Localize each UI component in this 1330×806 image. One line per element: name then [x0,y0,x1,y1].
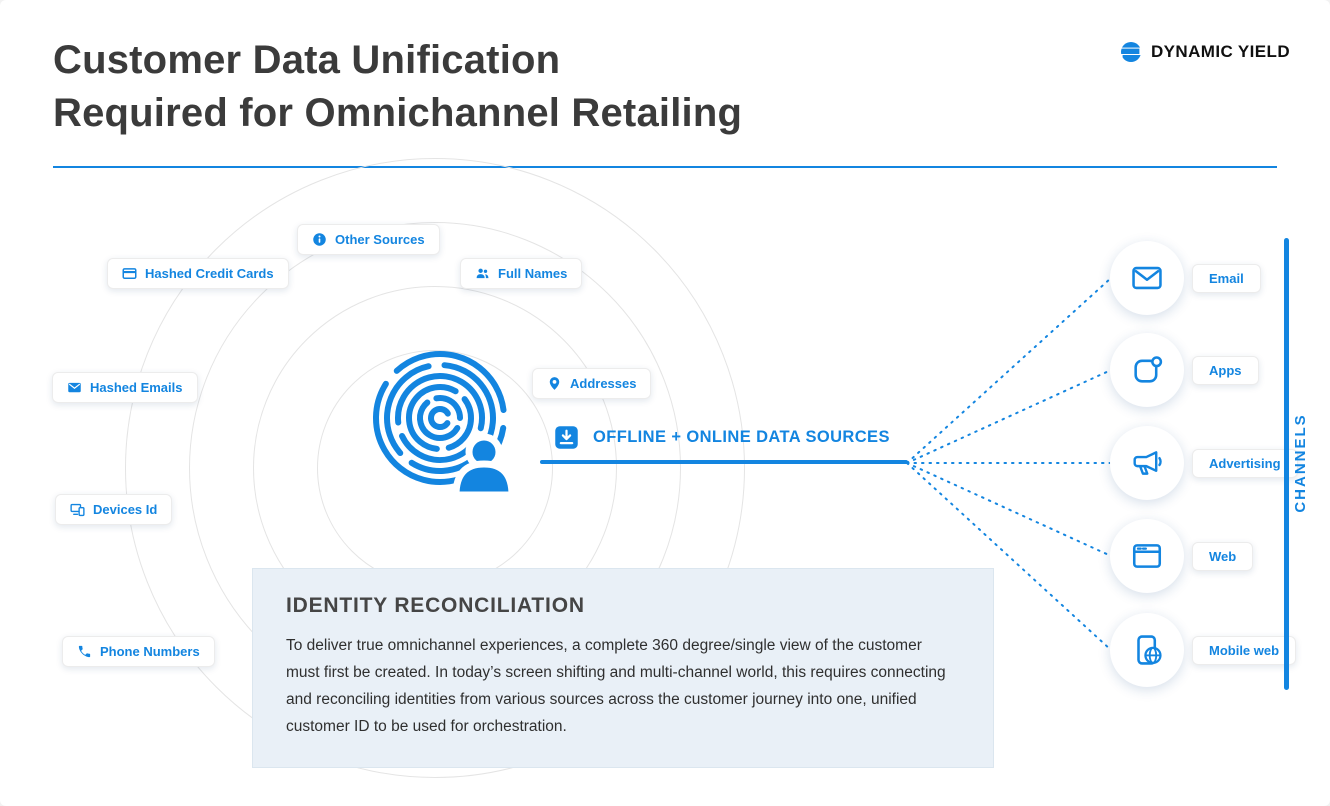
info-box-title: IDENTITY RECONCILIATION [286,594,585,617]
flow-label-text: OFFLINE + ONLINE DATA SOURCES [593,428,890,446]
credit-card-icon [122,266,137,281]
devices-icon [70,502,85,517]
source-label: Devices Id [93,502,158,517]
channel-label-web: Web [1192,542,1254,571]
location-pin-icon [547,376,562,391]
channel-email [1110,241,1184,315]
fingerprint-identity-icon [362,342,532,517]
source-devices-id: Devices Id [55,494,173,525]
channel-label-mobile-web: Mobile web [1192,636,1297,665]
app-icon [1130,353,1164,387]
source-hashed-emails: Hashed Emails [52,372,198,403]
channel-label: Advertising [1209,456,1281,471]
channel-label-email: Email [1192,264,1261,293]
source-other-sources: Other Sources [297,224,440,255]
megaphone-icon [1130,446,1164,480]
channel-label: Apps [1209,363,1242,378]
channel-label: Web [1209,549,1237,564]
source-label: Full Names [498,266,568,281]
mobile-globe-icon [1130,633,1164,667]
channel-label: Email [1209,271,1244,286]
brand-logo: DYNAMIC YIELD [1119,40,1290,64]
browser-icon [1130,539,1164,573]
download-tray-icon [553,424,580,451]
channel-label-advertising: Advertising [1192,449,1298,478]
source-label: Hashed Credit Cards [145,266,274,281]
source-label: Other Sources [335,232,425,247]
info-icon [312,232,327,247]
source-label: Hashed Emails [90,380,183,395]
identity-reconciliation-box: IDENTITY RECONCILIATION To deliver true … [252,568,994,768]
channel-advertising [1110,426,1184,500]
channel-label: Mobile web [1209,643,1280,658]
source-label: Phone Numbers [100,644,200,659]
envelope-icon [1130,261,1164,295]
flow-line [540,460,908,464]
source-addresses: Addresses [532,368,652,399]
fan-connectors [900,230,1115,705]
title-line-1: Customer Data Unification [53,38,561,82]
info-box-body: To deliver true omnichannel experiences,… [286,637,946,735]
phone-icon [77,644,92,659]
channel-mobile-web [1110,613,1184,687]
channels-bar [1284,238,1289,690]
title-line-2: Required for Omnichannel Retailing [53,91,743,135]
source-hashed-credit-cards: Hashed Credit Cards [107,258,289,289]
source-label: Addresses [570,376,637,391]
header-divider [53,166,1277,168]
channel-web [1110,519,1184,593]
source-phone-numbers: Phone Numbers [62,636,215,667]
page-title: Customer Data Unification Required for O… [53,34,742,140]
channels-title: CHANNELS [1292,413,1309,513]
concentric-ring [125,158,745,778]
brand-name: DYNAMIC YIELD [1150,42,1290,61]
email-icon [67,380,82,395]
channel-apps [1110,333,1184,407]
flow-label: OFFLINE + ONLINE DATA SOURCES [553,424,890,451]
people-icon [475,266,490,281]
dynamic-yield-icon [1119,40,1143,64]
source-full-names: Full Names [460,258,583,289]
channel-label-apps: Apps [1192,356,1259,385]
